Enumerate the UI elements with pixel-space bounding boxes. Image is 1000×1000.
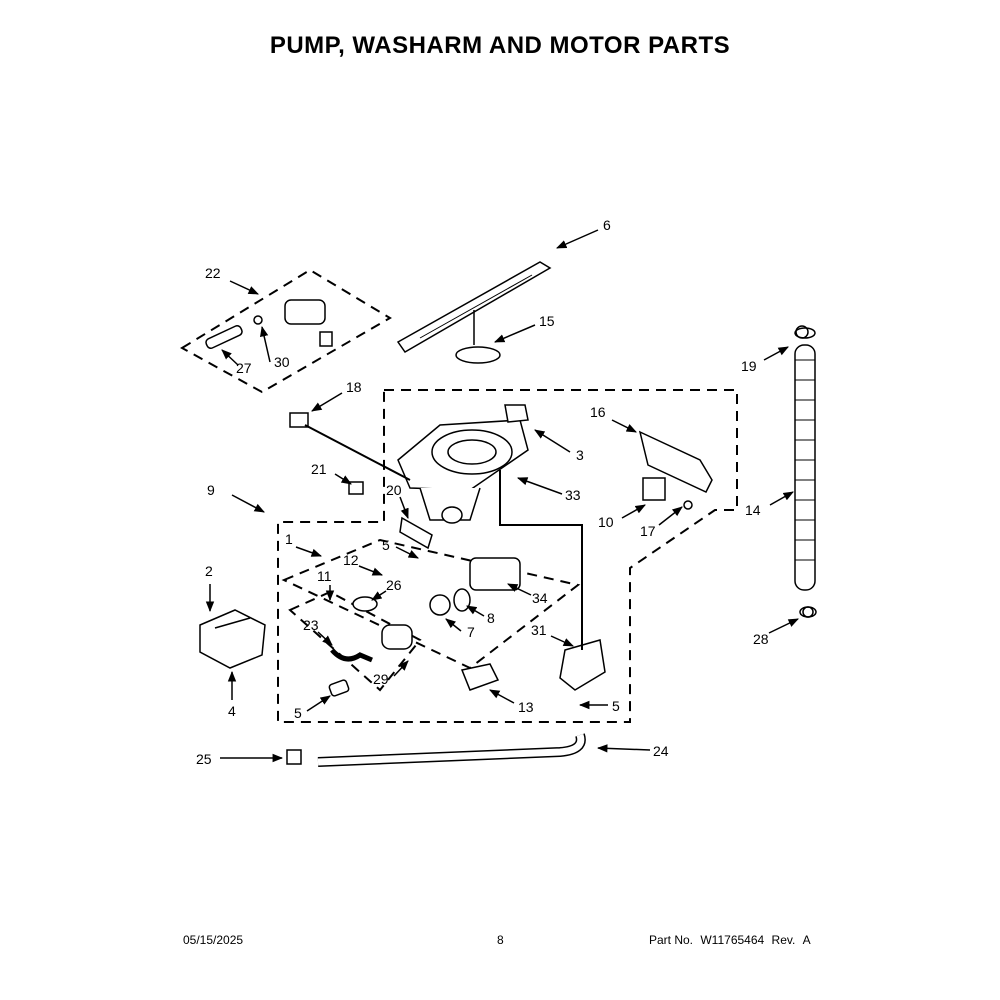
callout-6: 5	[294, 705, 302, 721]
sump-assembly-part	[397, 419, 529, 524]
callout-7: 6	[603, 217, 611, 233]
outline-diverter-group	[180, 268, 392, 394]
callout-34: 34	[532, 590, 548, 606]
clip-22-part	[348, 481, 364, 495]
washarm-seal-part	[455, 346, 501, 364]
callout-12: 11	[317, 568, 332, 584]
callout-arrows	[205, 229, 799, 763]
callout-30: 29	[373, 671, 389, 687]
callout-33: 33	[565, 487, 581, 503]
clamp-20-part	[795, 325, 809, 339]
footer-page-number: 8	[497, 933, 504, 947]
callout-23: 22	[205, 265, 221, 281]
callout-31: 30	[274, 354, 290, 370]
pump-housing-part	[381, 624, 413, 650]
callout-27: 26	[386, 577, 402, 593]
callout-5-lower: 5	[612, 698, 620, 714]
part-no-value: W11765464	[700, 933, 765, 947]
hose-24-part	[330, 648, 373, 663]
clip-part	[504, 404, 529, 423]
callout-32: 31	[531, 622, 547, 638]
outline-inner-group	[288, 590, 422, 692]
leader-line-32	[499, 470, 583, 650]
callout-22: 21	[311, 461, 327, 477]
spray-arm-part	[396, 261, 552, 353]
motor-32-part	[559, 639, 606, 691]
callout-14: 13	[518, 699, 534, 715]
callout-15: 14	[745, 502, 761, 518]
callout-20: 19	[741, 358, 757, 374]
hose-27-part	[352, 596, 378, 612]
callout-10: 9	[207, 482, 215, 498]
callout-25: 24	[653, 743, 669, 759]
page-title: PUMP, WASHARM AND MOTOR PARTS	[269, 32, 731, 59]
callout-16: 15	[539, 313, 555, 329]
drain-hose-part	[794, 327, 817, 618]
callout-11: 10	[598, 514, 614, 530]
pump-parts	[328, 557, 606, 697]
callout-28: 27	[236, 360, 252, 376]
inlet-hose-part	[286, 733, 586, 767]
callout-13: 12	[343, 552, 359, 568]
motor-34-part	[469, 557, 521, 591]
callout-18: 17	[640, 523, 656, 539]
callout-26: 25	[196, 751, 212, 767]
sensor-wire	[304, 424, 411, 481]
callout-8: 7	[467, 624, 475, 640]
clamp-29-part	[802, 606, 814, 618]
bracket-21-part	[399, 516, 433, 550]
callout-1: 1	[285, 531, 293, 547]
callout-24: 23	[303, 617, 319, 633]
rev-label: Rev.	[771, 933, 796, 947]
sensor-part	[289, 412, 309, 428]
rev-value: A	[802, 933, 811, 947]
callout-2: 2	[205, 563, 213, 579]
impeller-part	[429, 594, 451, 616]
callout-labels: 6 15 22 30 27 18 3 16 19 21 20 33 9 10 1…	[196, 217, 769, 767]
callout-17: 16	[590, 404, 606, 420]
manifold-part	[199, 609, 266, 669]
cover-part	[638, 430, 713, 510]
footer-part-number: Part No. W11765464 Rev. A	[649, 933, 811, 947]
callout-3: 3	[576, 447, 584, 463]
heater-14-part	[460, 663, 500, 691]
callout-4: 4	[228, 703, 236, 719]
diverter-motor-part	[205, 299, 333, 349]
callout-9: 8	[487, 610, 495, 626]
callout-5-upper: 5	[382, 537, 390, 553]
footer-date: 05/15/2025	[183, 933, 244, 947]
callout-19: 18	[346, 379, 362, 395]
filter-6-part	[328, 679, 350, 697]
callout-29: 28	[753, 631, 769, 647]
gasket-9-part	[453, 588, 471, 612]
part-no-label: Part No.	[649, 933, 694, 947]
outline-main-assembly	[277, 389, 738, 723]
callout-21: 20	[386, 482, 402, 498]
